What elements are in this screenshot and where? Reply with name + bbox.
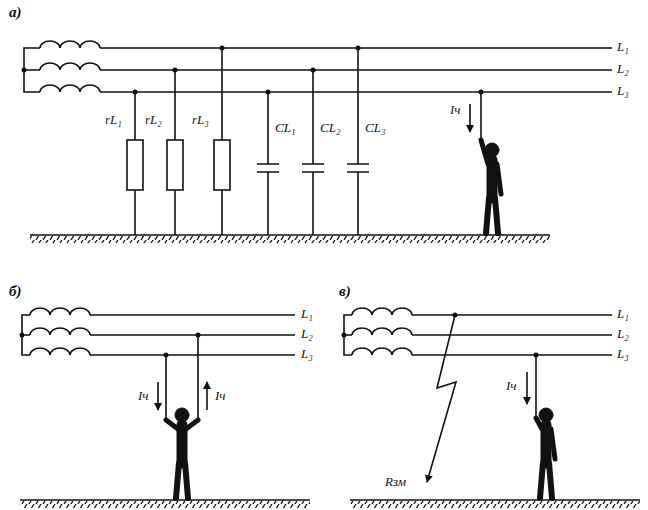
source-windings bbox=[24, 41, 100, 92]
capacitor-symbol bbox=[257, 48, 369, 235]
person-figure bbox=[536, 408, 555, 498]
ground-hatching bbox=[20, 236, 640, 508]
capacitance-label: CL₃ bbox=[364, 120, 386, 136]
person-arm bbox=[186, 420, 198, 429]
person-figure bbox=[166, 408, 198, 498]
source-windings bbox=[22, 308, 90, 355]
touch-wire bbox=[166, 335, 198, 420]
person-leg bbox=[486, 198, 489, 233]
ground-line bbox=[30, 234, 550, 236]
panel-label: б) bbox=[8, 283, 22, 299]
current-arrow bbox=[206, 382, 208, 410]
capacitance-label: CL₁ bbox=[274, 120, 296, 136]
resistance-label: rL₂ bbox=[144, 112, 163, 128]
phase-label: L₁ bbox=[616, 306, 630, 322]
current-arrow bbox=[157, 382, 159, 410]
phase-label: L₃ bbox=[616, 346, 630, 362]
person-leg bbox=[176, 463, 179, 498]
resistance-label: Rзм bbox=[384, 474, 407, 490]
person-arm bbox=[166, 420, 178, 429]
current-arrow bbox=[526, 372, 528, 404]
person-leg bbox=[540, 463, 543, 498]
phase-label: L₃ bbox=[616, 83, 630, 99]
person-arm bbox=[536, 418, 542, 429]
phase-label: L₂ bbox=[300, 326, 314, 342]
current-label: Iч bbox=[214, 388, 227, 404]
person-figure bbox=[481, 140, 501, 233]
resistance-label: rL₁ bbox=[104, 112, 123, 128]
phase-lines bbox=[412, 315, 612, 355]
phase-lines bbox=[90, 315, 295, 355]
person-arm bbox=[497, 164, 501, 194]
phase-lines bbox=[100, 48, 612, 92]
phase-label: L₃ bbox=[300, 346, 314, 362]
person-arm bbox=[481, 140, 488, 164]
phase-label: L₂ bbox=[616, 61, 630, 77]
current-arrow bbox=[469, 104, 471, 132]
person-leg bbox=[185, 463, 188, 498]
touch-wire bbox=[535, 355, 537, 418]
resistor-symbol bbox=[127, 48, 230, 235]
capacitance-label: CL₂ bbox=[319, 120, 341, 136]
person-leg bbox=[495, 198, 498, 233]
resistance-label: rL₃ bbox=[191, 112, 210, 128]
ground-fault-zigzag bbox=[427, 315, 456, 482]
person-arm bbox=[551, 429, 555, 459]
current-label: Iч bbox=[449, 102, 462, 118]
panel-label: а) bbox=[8, 4, 23, 20]
junction-dots bbox=[20, 46, 539, 358]
touch-wire bbox=[480, 92, 482, 140]
person-figures bbox=[166, 140, 555, 498]
current-label: Iч bbox=[137, 388, 150, 404]
person-leg bbox=[549, 463, 552, 498]
ground-line bbox=[20, 499, 310, 501]
panel-label: в) bbox=[338, 283, 352, 299]
phase-label: L₂ bbox=[616, 326, 630, 342]
ground-line bbox=[350, 499, 640, 501]
phase-label: L₁ bbox=[300, 306, 314, 322]
phase-label: L₁ bbox=[616, 39, 630, 55]
source-windings bbox=[344, 308, 412, 355]
current-label: Iч bbox=[505, 378, 518, 394]
